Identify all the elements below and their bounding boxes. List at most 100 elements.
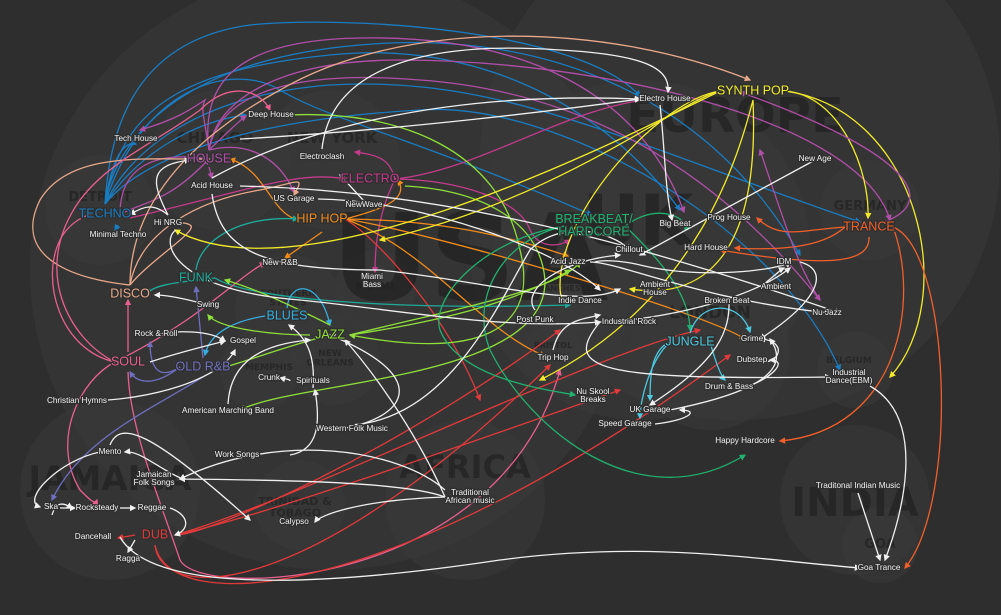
genre-node-idm[interactable]: IDM xyxy=(775,256,793,268)
influence-edge xyxy=(127,368,562,579)
influence-edge xyxy=(559,90,721,304)
influence-edge xyxy=(227,337,312,405)
influence-edge xyxy=(394,96,652,180)
genre-node-grime[interactable]: Grime xyxy=(740,333,765,345)
genre-node-ragga[interactable]: Ragga xyxy=(115,553,142,565)
region-circle-chicago xyxy=(150,90,290,230)
genre-node-trip-hop[interactable]: Trip Hop xyxy=(536,352,570,364)
genre-node-broken-beat[interactable]: Broken Beat xyxy=(703,295,751,307)
region-label-london: LONDON xyxy=(669,303,751,323)
genre-node-deep-house[interactable]: Deep House xyxy=(247,109,295,121)
genre-node-new-rnb[interactable]: New R&B xyxy=(261,257,300,269)
genre-node-christian-hymns[interactable]: Christian Hymns xyxy=(46,395,109,407)
influence-edge xyxy=(646,341,671,402)
genre-node-happy-hardcore[interactable]: Happy Hardcore xyxy=(714,435,777,447)
genre-node-minimal-techno[interactable]: Minimal Techno xyxy=(88,229,148,241)
genre-node-dubstep[interactable]: Dubstep xyxy=(736,354,769,366)
influence-edge xyxy=(594,260,792,274)
genre-node-acid-house[interactable]: Acid House xyxy=(190,180,235,192)
genre-node-jazz[interactable]: JAZZ xyxy=(314,326,347,343)
influence-edge xyxy=(214,277,572,309)
genre-node-crunk[interactable]: Crunk xyxy=(257,372,282,384)
genre-node-ambient[interactable]: Ambient xyxy=(760,281,793,293)
genre-node-house[interactable]: HOUSE xyxy=(186,150,233,167)
influence-edge xyxy=(378,90,721,243)
genre-node-goa-trance[interactable]: Goa Trance xyxy=(856,562,902,574)
genre-node-techno[interactable]: TECHNO xyxy=(77,205,133,222)
influence-edge xyxy=(648,299,730,406)
genre-node-post-punk[interactable]: Post Punk xyxy=(515,314,556,326)
genre-node-tech-house[interactable]: Tech House xyxy=(113,133,159,145)
genre-node-traditional-indian-music[interactable]: Traditonal Indian Music xyxy=(815,480,902,492)
influence-edge xyxy=(223,278,331,326)
genre-node-blues[interactable]: BLUES xyxy=(265,307,309,324)
genre-node-electroclash[interactable]: Electroclash xyxy=(298,151,346,163)
genre-node-hi-nrg[interactable]: Hi NRG xyxy=(153,217,184,229)
genre-node-hard-house[interactable]: Hard House xyxy=(683,242,730,254)
genre-node-chillout[interactable]: Chillout xyxy=(614,244,645,256)
genre-node-drum-bass[interactable]: Drum & Bass xyxy=(704,381,755,393)
influence-edge xyxy=(349,230,631,426)
genre-node-gospel[interactable]: Gospel xyxy=(229,335,258,347)
genre-node-new-age[interactable]: New Age xyxy=(797,153,833,165)
genre-node-mento[interactable]: Mento xyxy=(97,446,123,458)
genre-node-electro[interactable]: ELECTRO xyxy=(339,170,401,187)
genre-node-newwave[interactable]: NewWave xyxy=(344,199,384,211)
genre-node-industrial-rock[interactable]: Industrial Rock xyxy=(601,316,659,328)
genre-node-ska[interactable]: Ska xyxy=(43,501,60,513)
genre-node-dub[interactable]: DUB xyxy=(141,526,170,543)
influence-edge xyxy=(394,178,572,246)
genre-node-american-marching-band[interactable]: American Marching Band xyxy=(181,405,276,417)
genre-node-old-rnb[interactable]: OLD R&B xyxy=(174,358,231,375)
genre-node-rock-roll[interactable]: Rock & Roll xyxy=(133,328,178,340)
genre-node-swing[interactable]: Swing xyxy=(196,299,221,311)
influence-edge xyxy=(317,198,601,291)
influence-edge xyxy=(193,285,204,359)
influence-edge xyxy=(353,149,396,180)
genre-node-breakbeat-hardcore[interactable]: BREAKBEAT/HARDCORE xyxy=(554,211,635,240)
influence-edge xyxy=(278,375,291,383)
genre-node-disco[interactable]: DISCO xyxy=(109,285,151,302)
region-circle-london xyxy=(630,270,790,430)
genre-node-us-garage[interactable]: US Garage xyxy=(272,193,316,205)
influence-edge xyxy=(138,98,210,151)
influence-edge xyxy=(169,507,187,537)
genre-node-speed-garage[interactable]: Speed Garage xyxy=(597,418,653,430)
influence-edge xyxy=(104,83,862,224)
genre-node-synth-pop[interactable]: SYNTH POP xyxy=(716,82,791,99)
influence-edge xyxy=(128,206,169,216)
genre-node-dancehall[interactable]: Dancehall xyxy=(74,531,113,543)
influence-edge xyxy=(104,52,681,212)
genre-node-uk-garage[interactable]: UK Garage xyxy=(628,404,672,416)
influence-edge xyxy=(155,157,192,216)
genre-node-big-beat[interactable]: Big Beat xyxy=(658,218,692,230)
genre-node-trance[interactable]: TRANCE xyxy=(842,218,896,235)
genre-node-reggae[interactable]: Reggae xyxy=(136,502,168,514)
genre-node-hip-hop[interactable]: HIP HOP xyxy=(295,210,349,227)
genre-node-soul[interactable]: SOUL xyxy=(110,353,147,370)
genre-node-western-folk-music[interactable]: Western Folk Music xyxy=(315,423,389,435)
genre-node-rocksteady[interactable]: Rocksteady xyxy=(74,502,120,514)
genre-node-work-songs[interactable]: Work Songs xyxy=(214,449,261,461)
influence-edge xyxy=(344,218,482,402)
genre-node-indie-dance[interactable]: Indie Dance xyxy=(557,295,604,307)
influence-edge xyxy=(349,260,581,336)
influence-edge xyxy=(585,321,832,381)
genre-node-jungle[interactable]: JUNGLE xyxy=(664,333,716,350)
genre-node-prog-house[interactable]: Prog House xyxy=(706,212,752,224)
influence-edge xyxy=(689,307,752,334)
genre-node-calypso[interactable]: Calypso xyxy=(278,516,311,528)
genre-node-acid-jazz[interactable]: Acid Jazz xyxy=(549,256,587,268)
genre-node-electro-house[interactable]: Electro House xyxy=(638,93,692,105)
genre-node-nu-jazz[interactable]: Nu Jazz xyxy=(811,307,843,319)
influence-edge xyxy=(207,37,686,214)
genre-node-spirituals[interactable]: Spirituals xyxy=(295,375,331,387)
genre-node-funk[interactable]: FUNK xyxy=(178,269,215,286)
